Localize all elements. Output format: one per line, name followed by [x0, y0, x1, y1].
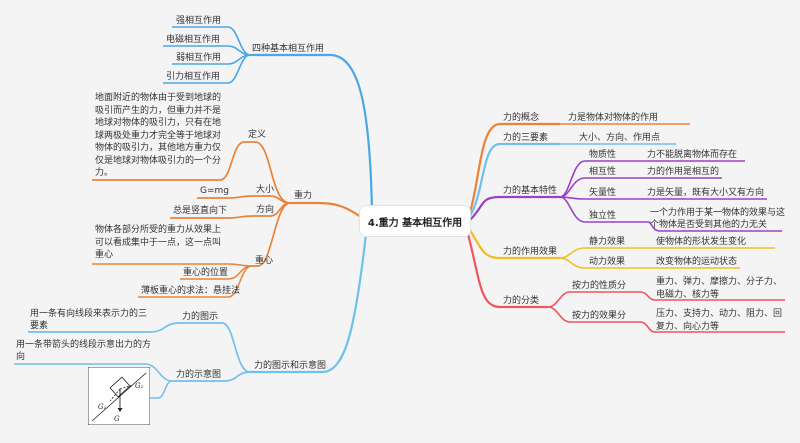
- sketch-label-g2: G₂: [135, 382, 144, 390]
- node-effect-dynamic[interactable]: 动力效果: [589, 257, 626, 267]
- branch-line-center-method: [138, 265, 253, 298]
- node-definition-text[interactable]: 地面附近的物体由于受到地球的吸引而产生的力，但重力并不是地球对物体的吸引力，只有…: [95, 93, 222, 178]
- node-class-nature-value[interactable]: 重力、弹力、摩擦力、分子力、电磁力、核力等: [656, 277, 783, 300]
- node-four-interactions[interactable]: 四种基本相互作用: [252, 44, 325, 54]
- node-three-value[interactable]: 大小、方向、作用点: [579, 133, 661, 143]
- node-class-nature[interactable]: 按力的性质分: [572, 281, 627, 291]
- node-direction[interactable]: 方向: [256, 205, 275, 215]
- branch-line-size: [197, 195, 291, 204]
- branch-line-prop-3: [559, 196, 767, 200]
- node-prop-mutual[interactable]: 相互性: [589, 167, 617, 177]
- branch-line-class-1: [547, 291, 785, 308]
- node-size-value[interactable]: G=mg: [200, 186, 229, 196]
- node-prop-independent-value[interactable]: 一个力作用于某一物体的效果与这个物体是否受到其他的力无关: [650, 208, 786, 230]
- branch-line-classify: [466, 233, 548, 309]
- sketch-g2-line: [119, 384, 134, 390]
- node-three-elements[interactable]: 力的三要素: [503, 133, 549, 143]
- node-concept-value[interactable]: 力是物体对物体的作用: [568, 113, 659, 123]
- node-prop-independent[interactable]: 独立性: [589, 211, 617, 221]
- branch-line-center: [252, 202, 291, 267]
- branch-line-class-2: [547, 306, 785, 333]
- branch-line-prop-4: [559, 196, 782, 232]
- sketch-label-g1: G₁: [98, 403, 107, 411]
- node-prop-vector-value[interactable]: 力是矢量，既有大小又有方向: [647, 188, 765, 198]
- branch-line-concept: [468, 122, 560, 213]
- node-effects[interactable]: 力的作用效果: [503, 247, 558, 257]
- node-prop-material[interactable]: 物质性: [589, 150, 617, 160]
- node-definition[interactable]: 定义: [248, 130, 267, 140]
- branch-line-prop-2: [559, 177, 722, 198]
- node-classify[interactable]: 力的分类: [503, 296, 540, 306]
- branch-line-four-interactions: [250, 53, 374, 213]
- node-center-definition[interactable]: 物体各部分所受的重力从效果上可以看成集中于一点，这一点叫重心: [95, 225, 222, 260]
- node-class-effect[interactable]: 按力的效果分: [572, 311, 627, 321]
- branch-line-properties: [469, 195, 560, 221]
- node-direction-value[interactable]: 总是竖直向下: [173, 206, 228, 216]
- node-weak[interactable]: 弱相互作用: [176, 53, 222, 63]
- node-effect-dynamic-value[interactable]: 改变物体的运动状态: [656, 257, 738, 267]
- node-class-effect-value[interactable]: 压力、支持力、动力、阻力、回复力、向心力等: [656, 309, 783, 332]
- branch-line-definition: [92, 141, 291, 204]
- node-effect-static-value[interactable]: 使物体的形状发生变化: [656, 237, 747, 247]
- sketch-incline: [91, 372, 147, 422]
- branch-line-three-elements: [469, 142, 560, 217]
- node-center[interactable]: 重心: [255, 256, 274, 266]
- branch-line-effects: [469, 229, 560, 260]
- branch-line-sketch-image: [150, 380, 173, 399]
- node-gravity[interactable]: 重力: [294, 191, 313, 201]
- branch-line-gravity: [290, 201, 369, 223]
- root-topic[interactable]: 4.重力 基本相互作用: [360, 206, 470, 236]
- node-prop-material-value[interactable]: 力不能脱离物体而存在: [647, 150, 738, 160]
- node-center-position[interactable]: 重心的位置: [183, 268, 229, 278]
- branch-line-diagrams: [250, 233, 368, 374]
- node-center-method[interactable]: 薄板重心的求法：悬挂法: [141, 286, 241, 296]
- branch-line-sketch-text: [14, 363, 173, 382]
- branch-line-sketch: [172, 371, 251, 382]
- node-diagrams[interactable]: 力的图示和示意图: [254, 361, 327, 371]
- node-force-figure-text[interactable]: 用一条有向线段来表示力的三要素: [30, 309, 148, 331]
- branch-line-direction: [170, 202, 291, 219]
- node-size[interactable]: 大小: [256, 185, 275, 195]
- node-force-sketch[interactable]: 力的示意图: [176, 370, 222, 380]
- node-force-sketch-text[interactable]: 用一条带箭头的线段示意出力的方向: [16, 340, 152, 362]
- node-prop-mutual-value[interactable]: 力的作用是相互的: [647, 167, 720, 177]
- node-properties[interactable]: 力的基本特性: [503, 186, 558, 196]
- sketch-label-g: G: [114, 415, 120, 423]
- node-gravitational[interactable]: 引力相互作用: [166, 72, 221, 82]
- branch-line-figure: [28, 322, 251, 373]
- branch-line-effect-2: [559, 257, 740, 269]
- branch-line-gravitational: [163, 54, 251, 84]
- node-prop-vector[interactable]: 矢量性: [589, 188, 617, 198]
- node-electromagnetic[interactable]: 电磁相互作用: [166, 35, 221, 45]
- incline-sketch-image[interactable]: G₂ G₁ G: [88, 367, 150, 425]
- node-concept[interactable]: 力的概念: [503, 113, 540, 123]
- node-force-figure[interactable]: 力的图示: [182, 312, 219, 322]
- branch-line-center-def: [92, 263, 253, 267]
- node-effect-static[interactable]: 静力效果: [589, 237, 626, 247]
- sketch-block: [109, 376, 131, 398]
- sketch-g1-line: [109, 388, 121, 402]
- branch-line-effect-1: [559, 247, 775, 259]
- node-strong[interactable]: 强相互作用: [176, 16, 222, 26]
- sketch-g-arrowhead: [117, 408, 123, 412]
